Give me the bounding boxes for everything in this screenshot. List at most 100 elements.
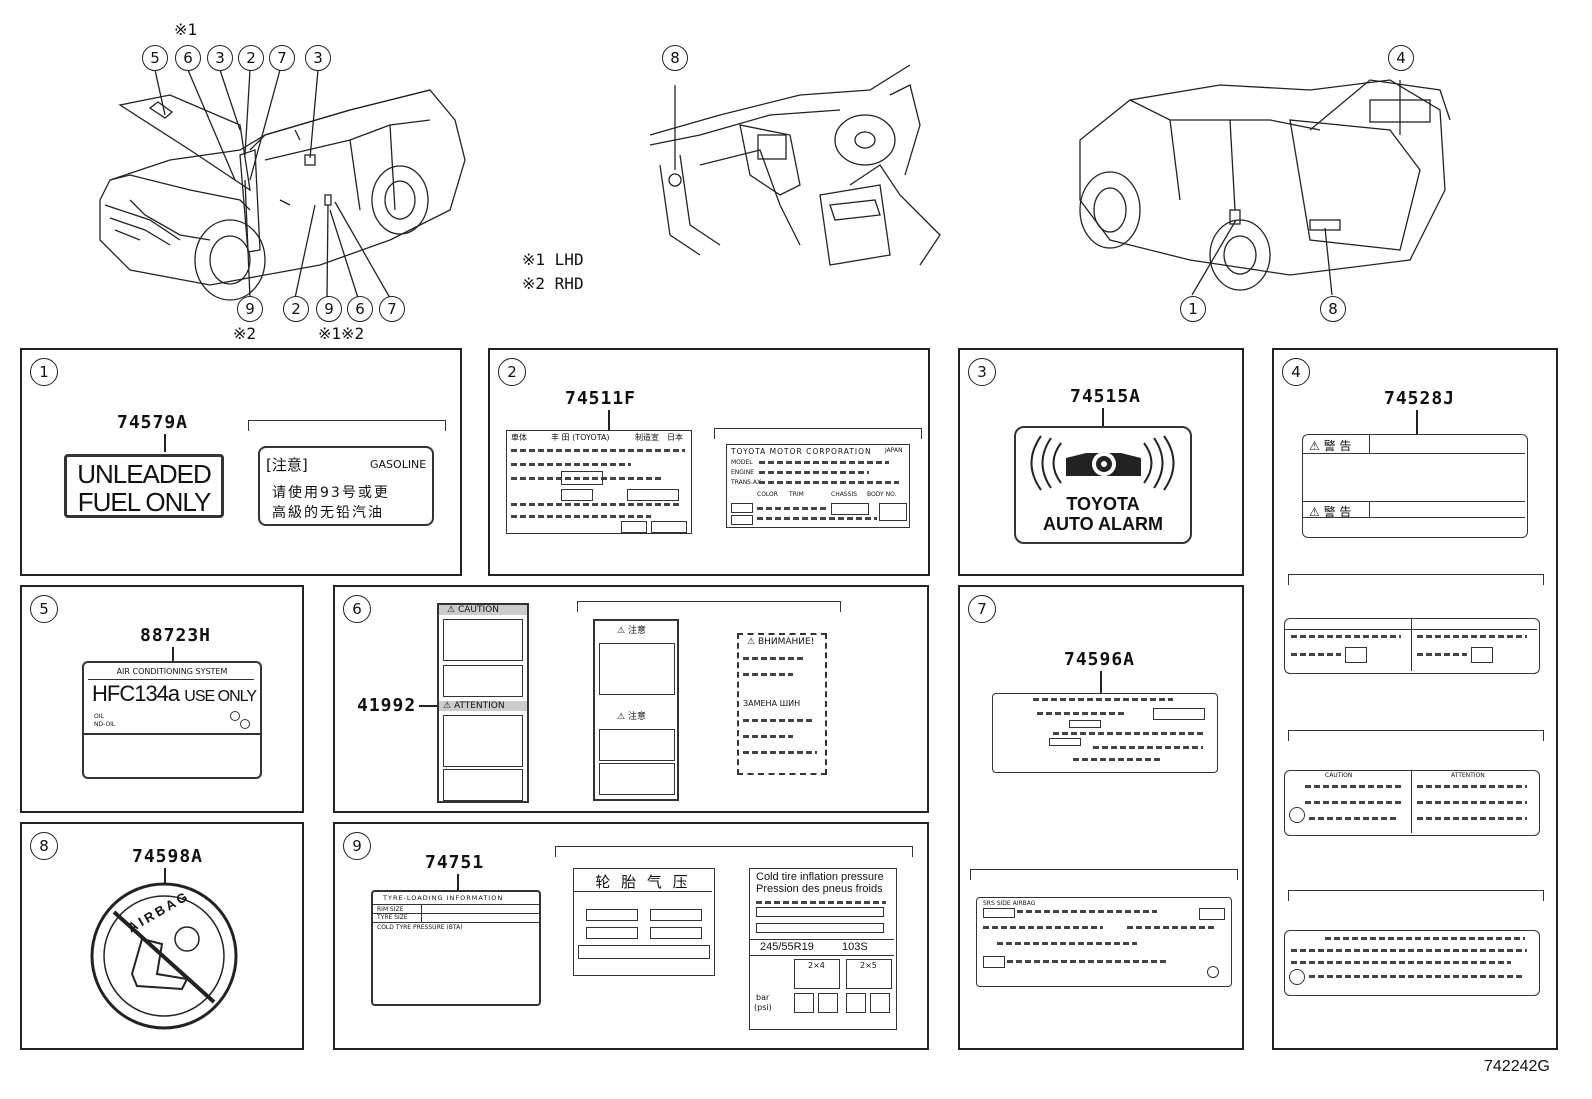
unleaded-label: UNLEADED FUEL ONLY [64,454,224,518]
callout-front-6: 6 [175,45,201,71]
vin-right-col3: CHASSIS [831,491,858,498]
axle-2: 2×5 [860,961,877,970]
legend-note-2: ※2 RHD [522,274,584,293]
attention-word: ATTENTION [453,701,505,711]
label-group-bracket [248,420,446,431]
cn-tire-label: 轮 胎 气 压 [573,868,715,976]
vin-right-row3: TRANS.AX [731,479,762,486]
warn1-text: 警 告 [1323,439,1352,453]
chinese-fuel-label: [注意] GASOLINE 请使用93号或更 高級的无铅汽油 [258,446,434,526]
ac-refrigerant: HFC134a [92,681,180,706]
part-number: 41992 [357,695,417,716]
vin-label-left: 車体 丰 田 (TOYOTA) 制造宣 日本 [506,430,692,534]
panel-number: 1 [30,358,58,386]
tyre-header: TYRE-LOADING INFORMATION [383,894,504,902]
panel-7: 7 74596A SRS SIDE AIRBAG [958,585,1244,1050]
warn1: ⚠ 警 告 [1309,439,1352,453]
zh1: ⚠ 注意 [617,626,646,636]
alarm-line2: AUTO ALARM [1043,514,1163,534]
side-airbag-warning-label [992,693,1218,773]
tyre-loading-label: TYRE-LOADING INFORMATION RIM SIZE TYRE S… [371,890,541,1006]
warning-label-top: ⚠ 警 告 ⚠ 警 告 [1302,434,1528,538]
cn-title: [注意] [266,456,308,474]
callout-rear-1: 1 [1180,296,1206,322]
ru-warning: ⚠ ВНИМАНИЕ! [747,637,815,647]
front-car-illustration [90,40,480,340]
legend-note-1: ※1 LHD [522,250,584,269]
tire-size: 245/55R19 [760,941,814,953]
callout-front-6b: 6 [347,296,373,322]
vin-left-h4: 日本 [667,433,683,442]
cold-tire-label: Cold tire inflation pressure Pression de… [749,868,897,1030]
side-airbag-tag: SRS SIDE AIRBAG [983,900,1036,907]
callout-front-9a: 9 [237,296,263,322]
ru-tyres: ЗАМЕНА ШИН [743,699,801,708]
panel-2: 2 74511F 車体 丰 田 (TOYOTA) 制造宣 日本 TOYOTA M… [488,348,930,576]
label-group-bracket [714,428,922,439]
panel-number: 8 [30,832,58,860]
ac-header: AIR CONDITIONING SYSTEM [116,667,228,676]
panel-5: 5 88723H AIR CONDITIONING SYSTEM HFC134a… [20,585,304,813]
cn-tire-title: 轮 胎 气 压 [595,873,691,891]
alarm-icon [1030,435,1175,491]
vin-right-row1: MODEL [731,459,753,466]
interior-illustration [640,55,950,275]
unleaded-line1: UNLEADED [77,459,212,489]
cn-line1: 请使用93号或更 [272,485,390,501]
vin-right-col2: TRIM [789,491,804,498]
panel-9: 9 74751 TYRE-LOADING INFORMATION RIM SIZ… [333,822,929,1050]
part-number: 74596A [1064,649,1136,670]
auto-alarm-label: TOYOTA AUTO ALARM [1014,426,1192,544]
ac-oil2: ND-OIL [94,721,116,728]
tyre-row2: TYRE SIZE [377,914,408,921]
warning-label-4 [1284,930,1540,996]
warn2-text: 警 告 [1323,505,1352,519]
vin-left-h2: 丰 田 (TOYOTA) [551,433,610,442]
axle-1: 2×4 [808,961,825,970]
callout-front-9b: 9 [316,296,342,322]
vin-label-right: TOYOTA MOTOR CORPORATION JAPAN MODEL ENG… [726,444,910,528]
zh-caution-label: ⚠ 注意 ⚠ 注意 [593,619,679,801]
panel-6: 6 41992 ⚠ CAUTION ⚠ ATTENTION ⚠ 注意 ⚠ 注意 … [333,585,929,813]
panel-number: 4 [1282,358,1310,386]
callout-rear-8: 8 [1320,296,1346,322]
ac-main: HFC134a USE ONLY [92,681,257,707]
callout-front-2: 2 [238,45,264,71]
tyre-row1: RIM SIZE [377,906,404,913]
warning-label-2 [1284,618,1540,674]
vin-right-header: TOYOTA MOTOR CORPORATION [731,447,872,456]
sub-attention: ATTENTION [1451,772,1485,779]
vin-right-col4: BODY NO. [867,491,897,498]
zh1-text: 注意 [627,626,646,636]
vin-right-col1: COLOR [757,491,778,498]
panel-4: 4 74528J ⚠ 警 告 ⚠ 警 告 CAUTION ATTENTION [1272,348,1558,1050]
callout-front-2b: 2 [283,296,309,322]
ac-label: AIR CONDITIONING SYSTEM HFC134a USE ONLY… [82,661,262,779]
callout-front-7b: 7 [379,296,405,322]
vin-left-h3: 制造宣 [635,433,659,442]
vin-right-code: JAPAN [885,447,903,454]
part-number: 74751 [425,852,485,873]
caution-word: CAUTION [457,605,499,615]
warn2: ⚠ 警 告 [1309,505,1352,519]
callout-front-7: 7 [269,45,295,71]
panel-number: 2 [498,358,526,386]
note-lhd-mark: ※1 [174,20,198,39]
airbag-label [90,882,238,1030]
side-airbag-label: SRS SIDE AIRBAG [976,897,1232,987]
ru-caution-label: ⚠ ВНИМАНИЕ! ЗАМЕНА ШИН [737,633,827,775]
cold-line2: Pression des pneus froids [756,883,883,895]
vin-right-row2: ENGINE [731,469,754,476]
part-number: 74515A [1070,386,1142,407]
caution-text: ⚠ CAUTION [447,605,499,615]
panel-3: 3 74515A TOYOTA AUTO ALARM [958,348,1244,576]
panel-number: 6 [343,595,371,623]
panel-number: 5 [30,595,58,623]
panel-1: 1 74579A UNLEADED FUEL ONLY [注意] GASOLIN… [20,348,462,576]
tire-load: 103S [842,941,868,953]
warning-label-3: CAUTION ATTENTION [1284,770,1540,836]
cn-line2: 高級的无铅汽油 [272,505,384,521]
diagram-code: 742242G [1484,1058,1550,1075]
callout-interior-8: 8 [662,45,688,71]
caution-label: ⚠ CAUTION ⚠ ATTENTION [437,603,529,803]
